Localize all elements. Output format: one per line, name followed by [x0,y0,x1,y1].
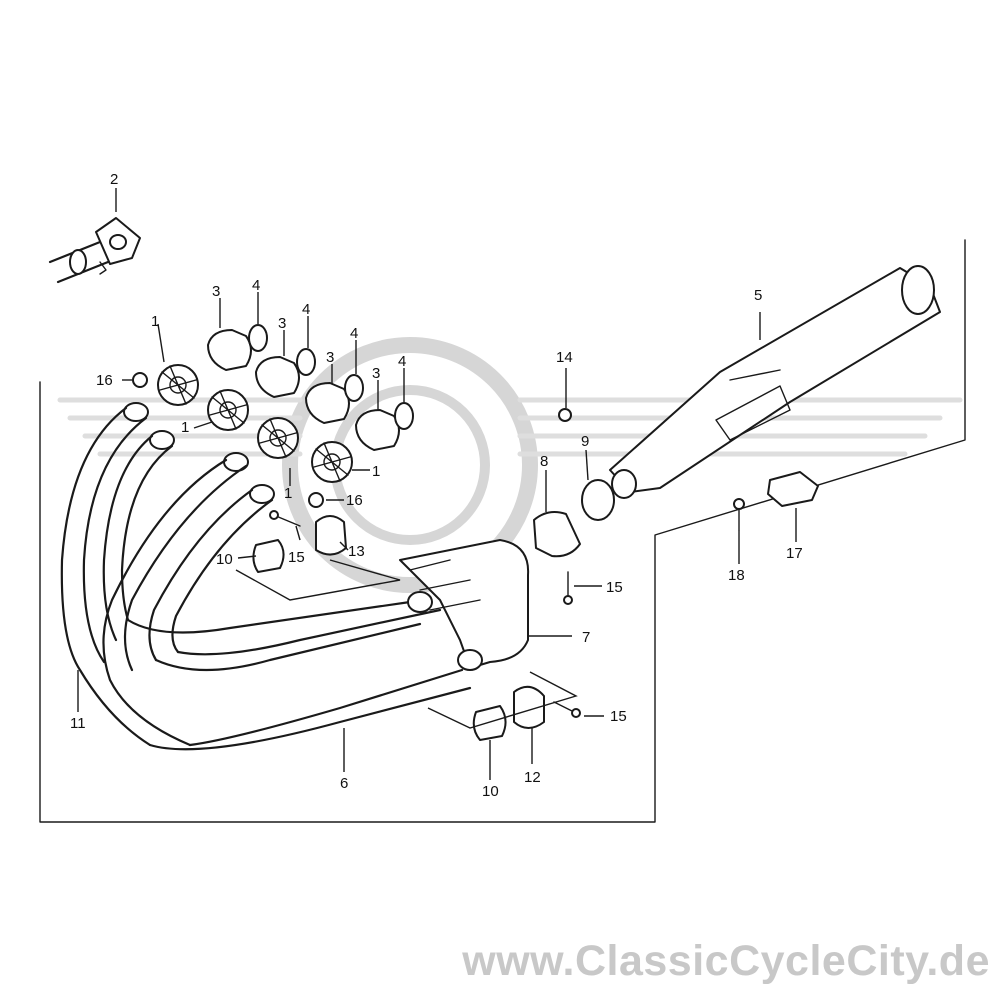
part-8-joint-clamp [533,511,581,558]
callout-3-b: 3 [278,315,286,332]
part-9-gasket [581,479,615,521]
part-2-flange [48,217,141,284]
callout-3-d: 3 [372,365,380,382]
callout-17: 17 [786,545,803,562]
callout-5: 5 [754,287,762,304]
part-1-gaskets [157,364,353,483]
callout-8: 8 [540,453,548,470]
callout-3-a: 3 [212,283,220,300]
callout-4-c: 4 [350,325,358,342]
callout-10-b: 10 [482,783,499,800]
part-15-bolts [269,510,581,718]
callout-9: 9 [581,433,589,450]
callout-16-b: 16 [346,492,363,509]
part-10-collars [252,539,507,741]
part-12-clamp [513,685,545,729]
part-18-bolt [733,498,745,531]
callout-1-d: 1 [372,463,380,480]
part-13-clamp [315,515,347,556]
callout-7: 7 [582,629,590,646]
callout-15-b: 15 [606,579,623,596]
callout-18: 18 [728,567,745,584]
callout-4-a: 4 [252,277,260,294]
watermark-url: www.ClassicCycleCity.de [462,937,990,985]
part-11-exhaust-pipes [60,402,275,747]
callout-14: 14 [556,349,573,366]
part-6-collector-pipes [126,600,472,751]
part-4-o-rings [248,324,414,430]
callout-4-d: 4 [398,353,406,370]
part-5-muffler [609,265,941,499]
callout-4-b: 4 [302,301,310,318]
callout-16-a: 16 [96,372,113,389]
callout-1-b: 1 [181,419,189,436]
part-17-rubber [767,471,819,507]
part-16-nuts [132,372,324,508]
assembly-frame [39,239,966,823]
callout-3-c: 3 [326,349,334,366]
part-3-collars [207,329,400,451]
callout-12: 12 [524,769,541,786]
leader-lines [77,188,797,780]
callout-10-a: 10 [216,551,233,568]
callout-6: 6 [340,775,348,792]
callout-15-c: 15 [610,708,627,725]
callout-labels: 2 1 3 4 3 4 3 4 3 4 16 1 1 1 16 14 8 9 5… [70,171,803,800]
callout-1-a: 1 [151,313,159,330]
callout-11: 11 [70,715,86,732]
callout-13: 13 [348,543,365,560]
callout-1-c: 1 [284,485,292,502]
callout-15-a: 15 [288,549,305,566]
callout-2: 2 [110,171,118,188]
part-14-nut [558,408,572,422]
part-7-chamber [399,539,530,671]
